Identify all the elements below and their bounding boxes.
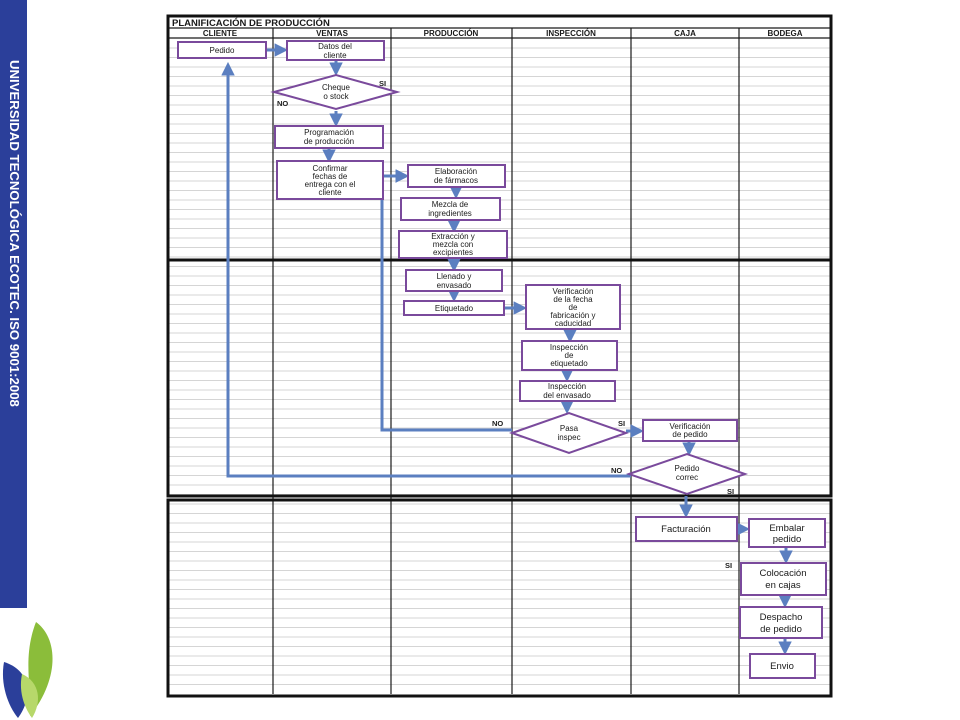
node-pasa-inspec-label-1: inspec [557, 433, 580, 442]
node-mezcla-label-0: Mezcla de [432, 200, 469, 209]
label-si-bodega: SI [725, 561, 732, 570]
node-mezcla-label-1: ingredientes [428, 209, 472, 218]
node-datos-cliente-label-1: cliente [323, 51, 347, 60]
node-inspeccion-etiquetado-label-2: etiquetado [550, 359, 588, 368]
node-verificacion-fecha-label-4: caducidad [555, 319, 591, 328]
node-inspeccion-etiquetado: Inspección de etiquetado [521, 340, 618, 371]
node-despacho-label-1: de pedido [760, 624, 802, 635]
label-no-pasa: NO [492, 419, 503, 428]
node-embalar-label-0: Embalar [769, 523, 804, 534]
node-embalar: Embalar pedido [748, 518, 826, 548]
section-frame-middle [166, 258, 833, 498]
leaf-logo-icon [2, 622, 53, 718]
flow-connectors [221, 43, 793, 656]
label-no-correc: NO [611, 466, 622, 475]
node-pedido-correc-label-1: correc [676, 473, 698, 482]
lane-header-ventas: VENTAS [316, 29, 349, 38]
node-etiquetado: Etiquetado [403, 300, 505, 316]
lane-header-cliente: CLIENTE [203, 29, 238, 38]
node-confirmar: Confirmar fechas de entrega con el clien… [276, 160, 384, 200]
section-frame-bottom [166, 498, 833, 698]
diagram-sheet [168, 16, 831, 696]
node-extraccion-label-2: excipientes [433, 248, 473, 257]
node-llenado: Llenado y envasado [405, 269, 503, 292]
node-confirmar-label-0: Confirmar [312, 164, 347, 173]
arrow-pasa-no-elaboracion [380, 169, 512, 432]
node-colocacion: Colocación en cajas [740, 562, 827, 596]
node-despacho: Despacho de pedido [739, 606, 823, 639]
label-si-correc: SI [727, 487, 734, 496]
node-confirmar-label-2: entrega con el [305, 180, 356, 189]
node-extraccion: Extracción y mezcla con excipientes [398, 230, 508, 259]
label-si-cheque: SI [379, 79, 386, 88]
node-inspeccion-envasado-label-1: del envasado [543, 391, 591, 400]
node-verificacion-fecha: Verificación de la fecha de fabricación … [525, 284, 621, 330]
node-pedido-correc-label-0: Pedido [675, 464, 700, 473]
node-llenado-label-0: Llenado y [437, 272, 472, 281]
node-facturacion: Facturación [635, 516, 738, 542]
node-envio: Envio [749, 653, 816, 679]
node-elaboracion-label-0: Elaboración [435, 167, 477, 176]
node-inspeccion-etiquetado-label-1: de [565, 351, 574, 360]
node-etiquetado-label-0: Etiquetado [435, 304, 474, 313]
node-extraccion-label-0: Extracción y [431, 232, 475, 241]
node-mezcla: Mezcla de ingredientes [400, 197, 501, 221]
node-verificacion-fecha-label-1: de la fecha [553, 295, 593, 304]
node-facturacion-label-0: Facturación [661, 524, 711, 535]
lane-header-bodega: BODEGA [767, 29, 802, 38]
node-programacion: Programación de producción [274, 125, 384, 149]
node-pedido: Pedido [177, 41, 267, 59]
node-verificacion-pedido-label-0: Verificación [670, 422, 711, 431]
node-confirmar-label-1: fechas de [313, 172, 348, 181]
node-verificacion-fecha-label-3: fabricación y [551, 311, 596, 320]
node-verificacion-pedido-label-1: de pedido [672, 430, 708, 439]
label-si-pasa: SI [618, 419, 625, 428]
node-pedido-label-0: Pedido [210, 46, 235, 55]
node-datos-cliente: Datos del cliente [286, 40, 385, 61]
node-pasa-inspec-label-0: Pasa [560, 424, 579, 433]
node-pedido-correc: Pedido correc [625, 452, 749, 496]
node-colocacion-label-1: en cajas [765, 580, 801, 591]
node-inspeccion-etiquetado-label-0: Inspección [550, 343, 588, 352]
node-elaboracion-label-1: de fármacos [434, 176, 478, 185]
university-name: UNIVERSIDAD TECNOLÓGICA ECOTEC. ISO 9001… [7, 60, 22, 407]
node-verificacion-fecha-label-0: Verificación [553, 287, 594, 296]
lane-header-produccion: PRODUCCIÓN [424, 29, 479, 38]
node-colocacion-label-0: Colocación [760, 568, 807, 579]
arrow-correc-no-pedido [221, 61, 631, 478]
label-no-cheque: NO [277, 99, 288, 108]
node-embalar-label-1: pedido [773, 534, 802, 545]
node-programacion-label-1: de producción [304, 137, 354, 146]
diagram-title: PLANIFICACIÓN DE PRODUCCIÓN [172, 17, 330, 29]
node-inspeccion-envasado: Inspección del envasado [519, 380, 616, 402]
node-verificacion-pedido: Verificación de pedido [642, 419, 738, 442]
node-verificacion-fecha-label-2: de [569, 303, 578, 312]
lane-header-caja: CAJA [674, 29, 696, 38]
node-programacion-label-0: Programación [304, 128, 354, 137]
node-cheque-stock-label-1: o stock [323, 92, 349, 101]
node-cheque-stock-label-0: Cheque [322, 83, 351, 92]
lane-header-inspeccion: INSPECCIÓN [546, 29, 596, 38]
node-despacho-label-0: Despacho [760, 612, 803, 623]
node-llenado-label-1: envasado [437, 281, 472, 290]
node-elaboracion: Elaboración de fármacos [407, 164, 506, 188]
node-extraccion-label-1: mezcla con [433, 240, 473, 249]
node-confirmar-label-3: cliente [318, 188, 342, 197]
node-pasa-inspec: Pasa inspec [508, 411, 630, 455]
node-datos-cliente-label-0: Datos del [318, 42, 352, 51]
university-sidebar: UNIVERSIDAD TECNOLÓGICA ECOTEC. ISO 9001… [0, 0, 27, 608]
node-inspeccion-envasado-label-0: Inspección [548, 382, 586, 391]
node-envio-label-0: Envio [770, 661, 794, 672]
node-cheque-stock: Cheque o stock [270, 73, 401, 111]
